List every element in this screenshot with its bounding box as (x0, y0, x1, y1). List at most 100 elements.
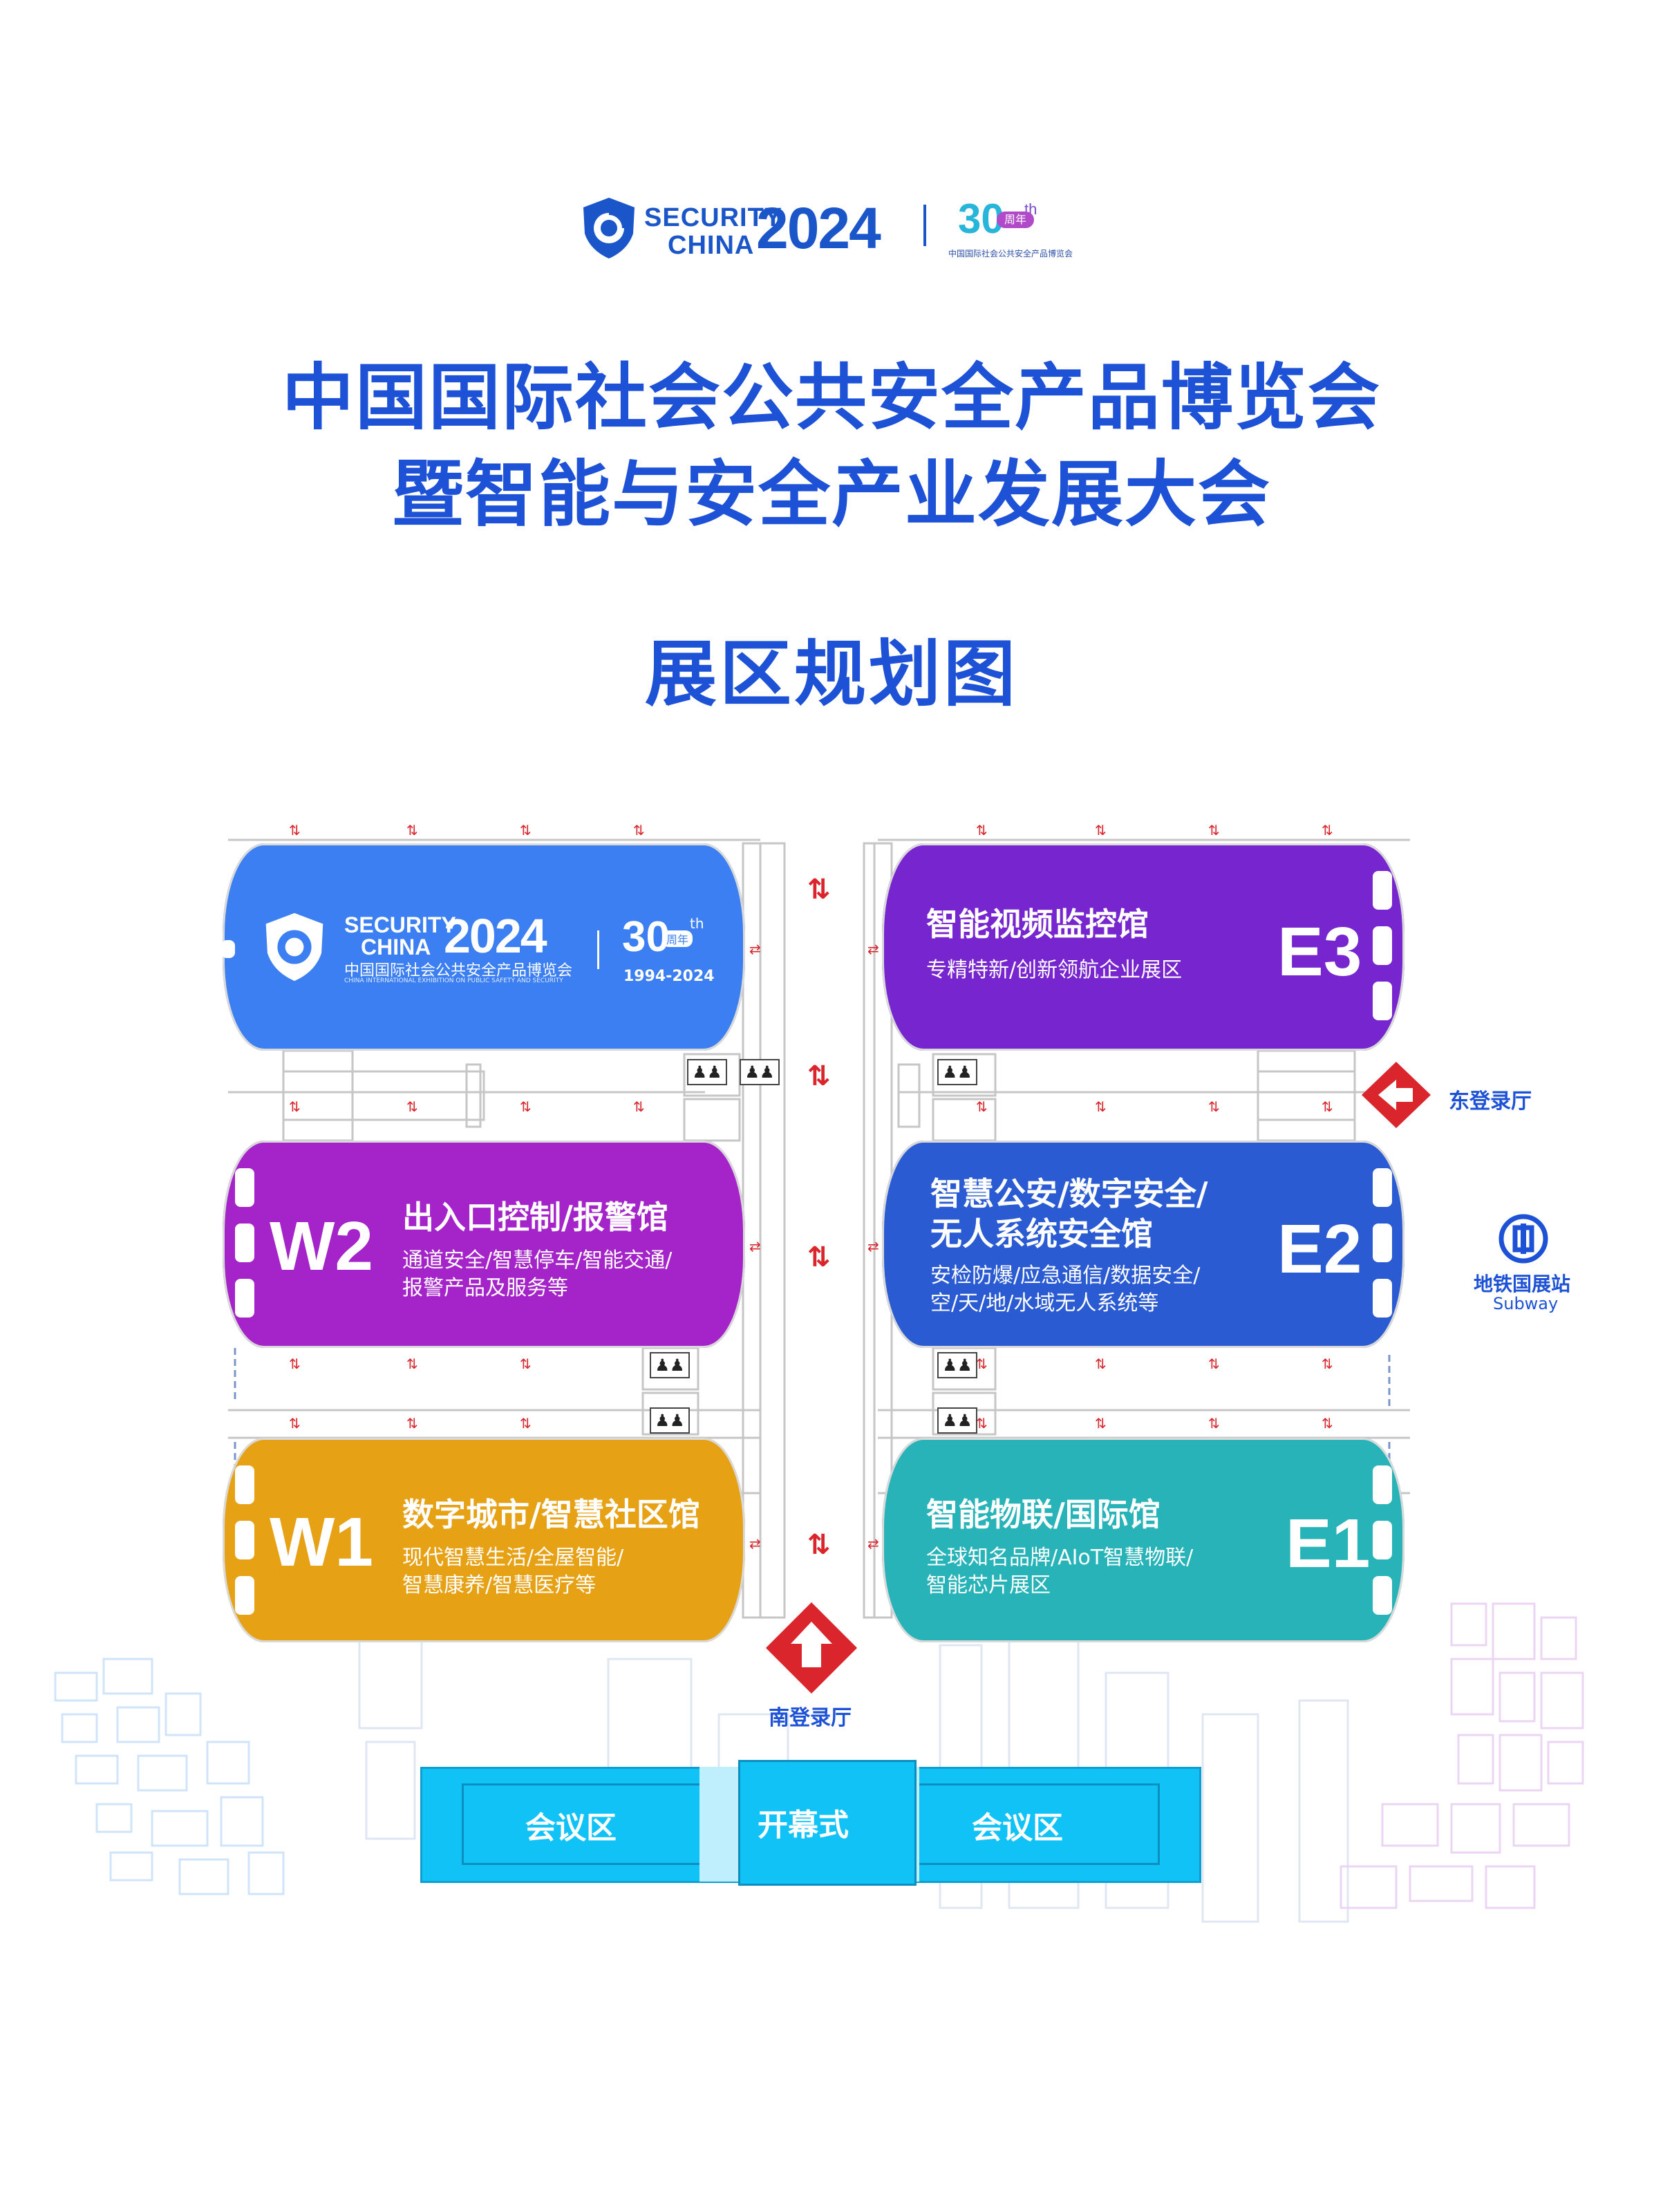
hall-w3-anniversary-years: 1994-2024 (623, 968, 715, 985)
svg-text:⇄: ⇄ (749, 941, 761, 957)
hall-e1[interactable]: 智能物联/国际馆 全球知名品牌/AIoT智慧物联/ 智能芯片展区 E1 (882, 1438, 1404, 1642)
svg-text:⇄: ⇄ (749, 1535, 761, 1552)
svg-text:⇅: ⇅ (406, 822, 418, 838)
svg-text:⇅: ⇅ (1208, 1098, 1220, 1115)
svg-text:⇅: ⇅ (976, 822, 988, 838)
hall-w3-anniversary-suffix: th (690, 915, 704, 932)
hall-e3-sub1: 专精特新/创新领航企业展区 (926, 958, 1183, 982)
hall-e3-door-3 (1373, 982, 1392, 1020)
svg-text:⇅: ⇅ (406, 1415, 418, 1432)
svg-text:⇄: ⇄ (749, 1238, 761, 1255)
hall-e3-code: E3 (1277, 913, 1362, 991)
conference-left-label: 会议区 (525, 1810, 617, 1846)
hall-w3-brand-year: 2024 (444, 909, 547, 963)
svg-text:⇅: ⇅ (976, 1415, 988, 1432)
svg-text:⇅: ⇅ (807, 1060, 831, 1092)
hall-w3[interactable]: SECURITY CHINA 2024 中国国际社会公共安全产品博览会 CHIN… (221, 843, 745, 1051)
header-brand-line1: SECURITY (644, 203, 783, 232)
hall-w1-door-1 (235, 1465, 254, 1504)
svg-text:⇅: ⇅ (1322, 822, 1333, 838)
hall-w3-separator (597, 930, 599, 969)
svg-text:⇅: ⇅ (406, 1356, 418, 1372)
header-anniversary-badge: 周年 (997, 212, 1034, 228)
restroom-icon: ♟♟ (937, 1407, 977, 1434)
hall-e2-door-1 (1373, 1168, 1392, 1207)
security-china-shield-icon (583, 198, 635, 259)
conference-divider-left (699, 1767, 738, 1882)
hall-w1-sub2: 智慧康养/智慧医疗等 (402, 1573, 596, 1597)
conference-right-label: 会议区 (972, 1810, 1063, 1846)
hall-w3-brand-line2: CHINA (361, 935, 431, 959)
hall-w3-caption-en: CHINA INTERNATIONAL EXHIBITION ON PUBLIC… (344, 977, 563, 984)
hall-w3-shield-icon (265, 912, 323, 982)
svg-text:⇅: ⇅ (1322, 1356, 1333, 1372)
svg-text:⇅: ⇅ (520, 1356, 532, 1372)
floor-plan-structure: ⇅⇅⇅⇅ ⇅⇅⇅⇅ ⇅⇅⇅ ⇅⇅⇅ ⇅⇅⇅⇅ ⇅⇅⇅⇅ ⇅⇅⇅⇅ ⇅⇅⇅⇅ ⇄⇄… (228, 822, 1410, 1619)
hall-e3-door-2 (1373, 926, 1392, 965)
subway-station-label: 地铁国展站 (1474, 1273, 1571, 1295)
svg-text:⇅: ⇅ (633, 822, 645, 838)
opening-ceremony-area[interactable] (738, 1760, 917, 1886)
hall-e1-door-3 (1373, 1576, 1392, 1615)
svg-text:⇅: ⇅ (520, 1415, 532, 1432)
restroom-icon: ♟♟ (937, 1059, 977, 1085)
hall-e1-code: E1 (1286, 1505, 1371, 1582)
svg-text:⇅: ⇅ (520, 1098, 532, 1115)
hall-e1-title: 智能物联/国际馆 (926, 1496, 1161, 1533)
restroom-icon: ♟♟ (650, 1352, 690, 1378)
svg-text:⇅: ⇅ (1095, 1415, 1107, 1432)
hall-w3-anniversary-number: 30 (622, 913, 670, 961)
header-brand-year: 2024 (756, 196, 881, 261)
hall-e2-door-3 (1373, 1279, 1392, 1318)
svg-text:⇅: ⇅ (289, 1415, 301, 1432)
svg-text:⇅: ⇅ (976, 1356, 988, 1372)
hall-w1-door-3 (235, 1576, 254, 1615)
hall-w1[interactable]: W1 数字城市/智慧社区馆 现代智慧生活/全屋智能/ 智慧康养/智慧医疗等 (223, 1438, 745, 1642)
hall-e2-code: E2 (1277, 1210, 1362, 1288)
svg-text:⇅: ⇅ (289, 822, 301, 838)
header-separator (923, 205, 926, 246)
page-title-line1: 中国国际社会公共安全产品博览会 (281, 355, 1381, 440)
svg-text:⇅: ⇅ (520, 822, 532, 838)
page-title-line3: 展区规划图 (644, 632, 1018, 716)
hall-e3[interactable]: 智能视频监控馆 专精特新/创新领航企业展区 E3 (882, 843, 1404, 1051)
opening-ceremony-label: 开幕式 (758, 1808, 849, 1843)
hall-w2-door-2 (235, 1224, 254, 1262)
restroom-icon: ♟♟ (937, 1352, 977, 1378)
hall-e2-title-line1: 智慧公安/数字安全/ (930, 1175, 1208, 1212)
svg-text:⇅: ⇅ (1095, 1098, 1107, 1115)
svg-text:⇅: ⇅ (1095, 822, 1107, 838)
east-entrance-label: 东登录厅 (1449, 1089, 1532, 1114)
header-anniversary-number: 30 (958, 196, 1004, 242)
hall-w1-door-2 (235, 1521, 254, 1559)
hall-w2-sub2: 报警产品及服务等 (402, 1276, 568, 1300)
svg-text:⇅: ⇅ (807, 874, 831, 906)
svg-text:⇅: ⇅ (1322, 1098, 1333, 1115)
restroom-icon: ♟♟ (687, 1059, 727, 1085)
hall-e2-door-2 (1373, 1224, 1392, 1262)
hall-w1-code: W1 (270, 1503, 373, 1581)
hall-w2-title: 出入口控制/报警馆 (402, 1199, 668, 1236)
south-entrance-arrow-icon (766, 1602, 857, 1694)
svg-text:⇅: ⇅ (807, 1529, 831, 1561)
svg-text:⇅: ⇅ (289, 1098, 301, 1115)
hall-w2[interactable]: W2 出入口控制/报警馆 通道安全/智慧停车/智能交通/ 报警产品及服务等 (223, 1141, 745, 1348)
hall-w3-brand-line1: SECURITY (344, 912, 456, 937)
hall-w2-door-1 (235, 1168, 254, 1207)
header-anniversary-caption: 中国国际社会公共安全产品博览会 (948, 249, 1073, 259)
hall-e2-title-line2: 无人系统安全馆 (930, 1215, 1153, 1253)
east-entrance-arrow-icon (1362, 1062, 1431, 1128)
svg-text:⇅: ⇅ (406, 1098, 418, 1115)
hall-w2-sub1: 通道安全/智慧停车/智能交通/ (402, 1248, 673, 1273)
svg-text:⇅: ⇅ (1208, 1356, 1220, 1372)
svg-text:⇅: ⇅ (807, 1241, 831, 1273)
hall-e1-door-1 (1373, 1465, 1392, 1504)
hall-e2[interactable]: 智慧公安/数字安全/ 无人系统安全馆 安检防爆/应急通信/数据安全/ 空/天/地… (882, 1141, 1404, 1348)
hall-e2-sub2: 空/天/地/水域无人系统等 (930, 1291, 1159, 1315)
header-brand-line2: CHINA (668, 231, 755, 260)
svg-text:⇅: ⇅ (1208, 1415, 1220, 1432)
page-title-line2: 暨智能与安全产业发展大会 (391, 452, 1271, 536)
svg-text:⇅: ⇅ (289, 1356, 301, 1372)
hall-e3-door-1 (1373, 871, 1392, 910)
subway-icon (1498, 1214, 1548, 1264)
